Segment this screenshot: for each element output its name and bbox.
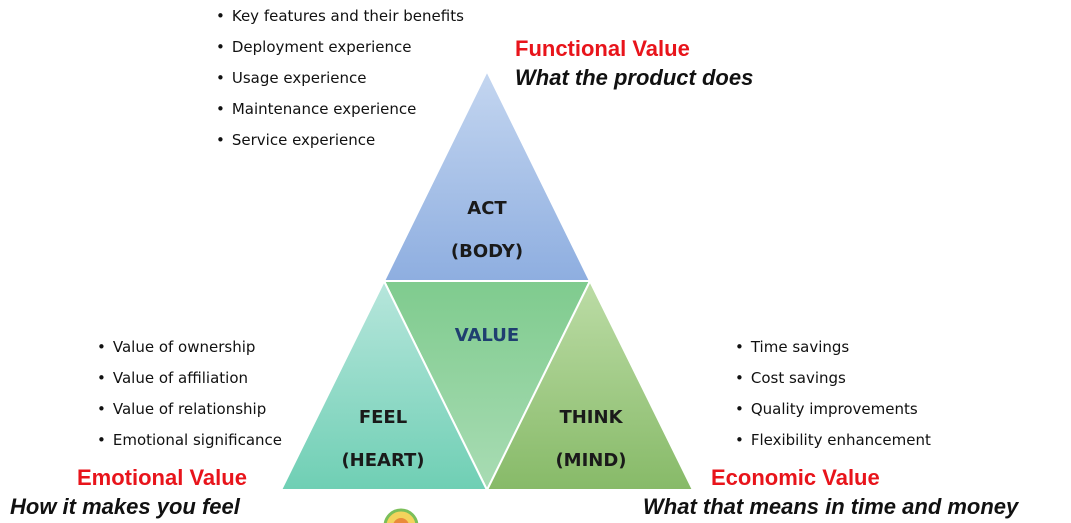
- economic-value-subtitle: What that means in time and money: [643, 494, 1019, 519]
- list-item: Usage experience: [216, 63, 464, 94]
- think-triangle: [485, 278, 695, 491]
- value-label: VALUE: [455, 325, 519, 346]
- act-label: ACT: [467, 198, 507, 219]
- economic-value-title: Economic Value: [711, 465, 880, 490]
- emotional-feature-list: Value of ownershipValue of affiliationVa…: [97, 332, 282, 456]
- badge-icon: [383, 508, 419, 523]
- economic-feature-list: Time savingsCost savingsQuality improvem…: [735, 332, 931, 456]
- feel-label: FEEL: [359, 407, 407, 428]
- emotional-value-subtitle: How it makes you feel: [10, 494, 240, 519]
- emotional-value-title: Emotional Value: [77, 465, 247, 490]
- list-item: Time savings: [735, 332, 931, 363]
- functional-feature-list: Key features and their benefitsDeploymen…: [216, 1, 464, 156]
- functional-value-subtitle: What the product does: [515, 65, 754, 90]
- list-item: Quality improvements: [735, 394, 931, 425]
- list-item: Cost savings: [735, 363, 931, 394]
- feel-triangle: [279, 278, 489, 491]
- list-item: Flexibility enhancement: [735, 425, 931, 456]
- list-item: Maintenance experience: [216, 94, 464, 125]
- list-item: Emotional significance: [97, 425, 282, 456]
- list-item: Value of relationship: [97, 394, 282, 425]
- think-label: THINK: [559, 407, 623, 428]
- mind-label: (MIND): [555, 450, 626, 471]
- body-label: (BODY): [451, 241, 523, 262]
- list-item: Deployment experience: [216, 32, 464, 63]
- list-item: Key features and their benefits: [216, 1, 464, 32]
- heart-label: (HEART): [341, 450, 424, 471]
- list-item: Service experience: [216, 125, 464, 156]
- list-item: Value of affiliation: [97, 363, 282, 394]
- functional-value-title: Functional Value: [515, 36, 690, 61]
- list-item: Value of ownership: [97, 332, 282, 363]
